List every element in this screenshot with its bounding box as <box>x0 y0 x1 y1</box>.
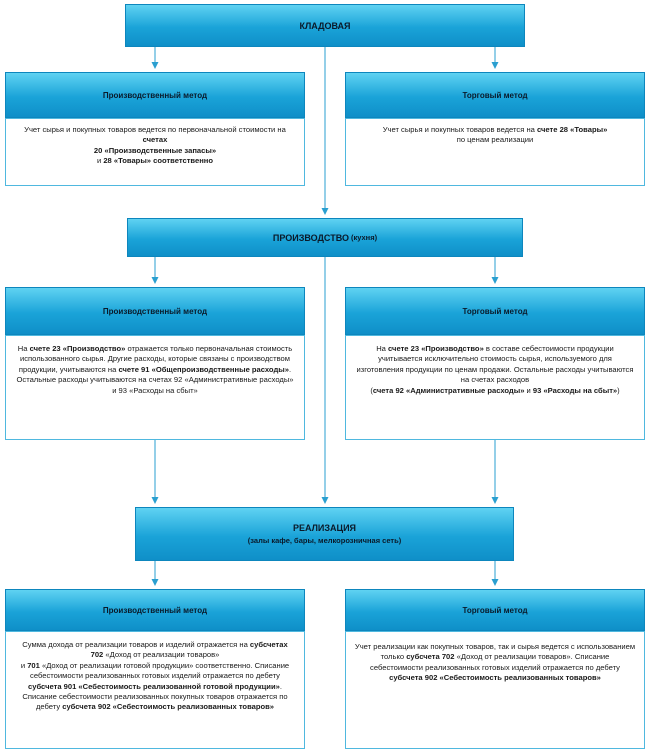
text-segment: отражается только первоначальная стоимос… <box>18 344 293 374</box>
text-segment: . Остальные расходы учитываются на счета… <box>16 364 294 395</box>
text-segment: Учет реализации как покупных товаров, та… <box>354 642 636 662</box>
text-segment-bold: 28 «Товары» соответственно <box>103 156 214 166</box>
production-production-method-text: На счете 23 «Производство» отражается то… <box>5 335 305 440</box>
sales-trade-method-header: Торговый метод <box>345 589 645 631</box>
text-segment: Учет сырья и покупных товаров ведется по… <box>24 125 286 134</box>
storage-production-method-header: Производственный метод <box>5 72 305 118</box>
sales-header: РЕАЛИЗАЦИЯ (залы кафе, бары, мелкорознич… <box>135 507 514 561</box>
production-production-method-header: Производственный метод <box>5 287 305 335</box>
sales-production-method-text: Сумма дохода от реализации товаров и изд… <box>5 631 305 749</box>
storage-header: КЛАДОВАЯ <box>125 4 525 47</box>
text-segment-bold: 701 <box>27 660 40 670</box>
method-title: Производственный метод <box>102 306 208 316</box>
text-segment-bold: счета 92 «Административные расходы» <box>372 385 525 395</box>
text-segment: в составе себестоимости продукции учитыв… <box>356 344 634 395</box>
storage-title: КЛАДОВАЯ <box>299 20 351 31</box>
method-title: Производственный метод <box>102 90 208 100</box>
text-segment: На <box>17 344 30 353</box>
text-segment-bold: субсчета 902 «Себестоимость реализованны… <box>389 673 601 683</box>
text-segment: ) <box>617 385 620 395</box>
production-title: ПРОИЗВОДСТВО <box>272 232 349 243</box>
method-title: Торговый метод <box>462 306 528 316</box>
text-segment-bold: счете 91 «Общепроизводственные расходы» <box>118 364 289 374</box>
text-segment: На <box>376 344 389 353</box>
text-segment-bold: счетах <box>142 135 168 145</box>
sales-trade-method-text: Учет реализации как покупных товаров, та… <box>345 631 645 749</box>
production-header: ПРОИЗВОДСТВО (кухня) <box>127 218 523 257</box>
text-segment-bold: субсчета 901 «Себестоимость реализованно… <box>28 681 280 691</box>
text-segment: Сумма дохода от реализации товаров и изд… <box>22 640 250 649</box>
text-segment-bold: счете 23 «Производство» <box>29 344 126 353</box>
text-segment-bold: субсчета 902 «Себестоимость реализованны… <box>62 702 275 712</box>
text-segment-bold: счете 23 «Производство» <box>388 344 484 353</box>
production-trade-method-header: Торговый метод <box>345 287 645 335</box>
sales-production-method-header: Производственный метод <box>5 589 305 631</box>
text-segment: Учет сырья и покупных товаров ведется на <box>382 125 537 134</box>
text-segment-bold: 20 «Производственные запасы» <box>93 145 217 155</box>
text-segment-bold: счете 28 «Товары» <box>536 125 608 134</box>
production-subtitle: (кухня) <box>350 233 378 242</box>
method-title: Торговый метод <box>462 605 528 615</box>
method-title: Производственный метод <box>102 605 208 615</box>
method-title: Торговый метод <box>462 90 528 100</box>
text-segment: и <box>96 156 104 166</box>
text-segment: «Доход от реализации готовой продукции» … <box>30 660 290 681</box>
storage-trade-method-header: Торговый метод <box>345 72 645 118</box>
production-trade-method-text: На счете 23 «Производство» в составе себ… <box>345 335 645 440</box>
sales-subtitle: (залы кафе, бары, мелкорозничная сеть) <box>247 536 402 545</box>
sales-title: РЕАЛИЗАЦИЯ <box>292 523 357 533</box>
storage-trade-method-text: Учет сырья и покупных товаров ведется на… <box>345 118 645 186</box>
text-segment: «Доход от реализации товаров». Списание … <box>370 652 620 672</box>
text-segment: «Доход от реализации товаров»и <box>20 650 220 670</box>
text-segment: и <box>524 385 533 395</box>
text-segment: . Списание себестоимости реализованных п… <box>22 681 288 712</box>
text-segment-bold: 93 «Расходы на сбыт» <box>532 385 618 395</box>
text-segment-bold: субсчета 702 <box>406 652 455 662</box>
storage-production-method-text: Учет сырья и покупных товаров ведется по… <box>5 118 305 186</box>
text-segment: по ценам реализации <box>456 135 534 145</box>
